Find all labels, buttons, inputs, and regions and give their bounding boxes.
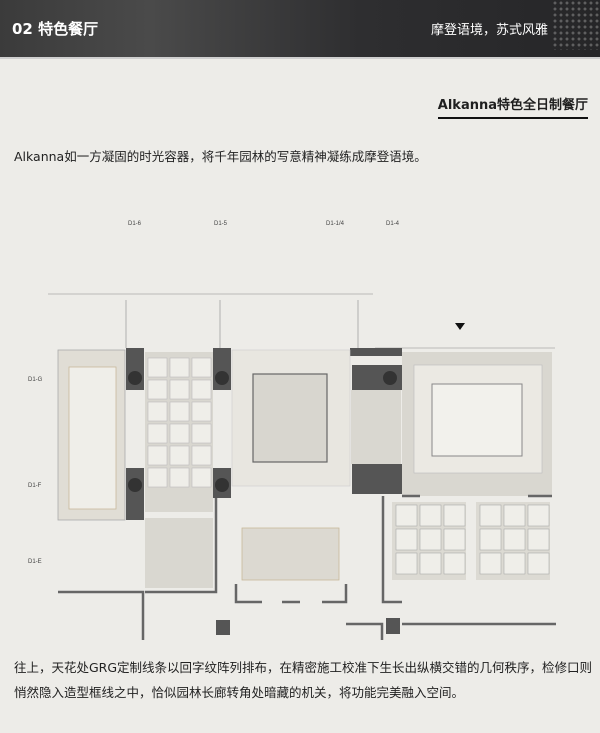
ceiling-tile [527,528,550,551]
ceiling-tile [169,401,190,422]
ceiling-tile [147,423,168,444]
ceiling-tile [479,528,502,551]
column-label: D1-6 [128,221,142,227]
ceiling-tile [479,552,502,575]
ceiling-tile [191,401,212,422]
ceiling-tile [147,445,168,466]
ceiling-tile [395,528,418,551]
row-labels: D1-G D1-F D1-E [28,377,43,565]
body-paragraph: 往上，天花处GRG定制线条以回字纹阵列排布，在精密施工校准下生长出纵横交错的几何… [14,660,593,700]
ceiling-tile [443,528,466,551]
row-label: D1-E [28,559,42,565]
section-title: 02 特色餐厅 [12,20,99,38]
floor-plan-drawing: D1-6 D1-5 D1-1/4 D1-4 D1-G D1-F D1-E [28,221,556,640]
ceiling-tile [443,504,466,527]
ceiling-tile [169,379,190,400]
ceiling-tile [479,504,502,527]
ceiling-tile [169,357,190,378]
restaurant-heading: Alkanna特色全日制餐厅 [437,94,588,119]
ceiling-tile [395,552,418,575]
header-bar: 02 特色餐厅 摩登语境，苏式风雅 [0,0,600,59]
ceiling-tile [419,528,442,551]
ceiling-tile [191,445,212,466]
ceiling-tile [503,504,526,527]
ceiling-tile [503,552,526,575]
section-subtitle: 摩登语境，苏式风雅 [430,23,548,38]
ceiling-tile [419,504,442,527]
ceiling-tile [191,467,212,488]
ceiling-tile [191,357,212,378]
ceiling-tile [191,423,212,444]
ceiling-tile [147,379,168,400]
dot-pattern-decoration [552,0,600,50]
ceiling-tile [169,467,190,488]
ceiling-tile [527,504,550,527]
column-label: D1-5 [214,221,228,227]
row-label: D1-F [28,483,42,489]
ceiling-tile [147,467,168,488]
ceiling-tile [169,445,190,466]
ceiling-tile [443,552,466,575]
intro-text: Alkanna如一方凝固的时光容器，将千年园林的写意精神凝练成摩登语境。 [14,149,427,164]
column-label: D1-4 [386,221,400,227]
row-label: D1-G [28,377,43,383]
column-labels: D1-6 D1-5 D1-1/4 D1-4 [128,221,400,227]
column-label: D1-1/4 [326,221,345,227]
ceiling-tile [169,423,190,444]
ceiling-tile [147,357,168,378]
ceiling-tile [527,552,550,575]
ceiling-tile [503,528,526,551]
entrance-marker-icon [455,323,465,330]
ceiling-tile [395,504,418,527]
ceiling-tile [419,552,442,575]
ceiling-tile [191,379,212,400]
ceiling-tile [147,401,168,422]
